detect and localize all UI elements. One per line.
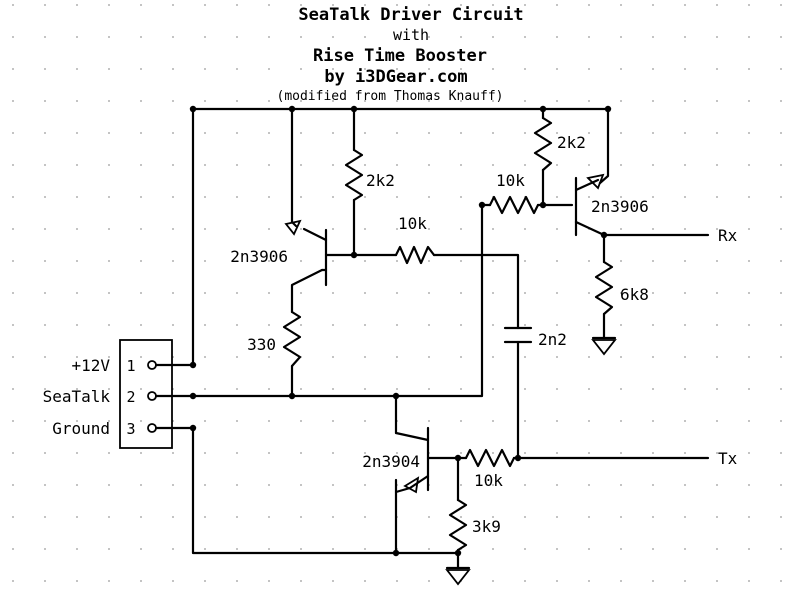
connector: +12V SeaTalk Ground 1 2 3 bbox=[43, 339, 173, 449]
label-10k-top: 10k bbox=[496, 171, 525, 190]
pin-1-contact bbox=[147, 360, 157, 370]
transistor-q1 bbox=[284, 219, 328, 287]
pin-3-name: Ground bbox=[52, 419, 110, 438]
resistor-6k8 bbox=[594, 260, 614, 316]
label-330: 330 bbox=[247, 335, 276, 354]
port-rx-label: Rx bbox=[718, 226, 738, 245]
pin-2-name: SeaTalk bbox=[43, 387, 111, 406]
label-6k8: 6k8 bbox=[620, 285, 649, 304]
q2-emitter-arrow bbox=[586, 173, 605, 190]
resistor-10k-top bbox=[488, 195, 540, 215]
label-2k2-right: 2k2 bbox=[557, 133, 586, 152]
pin-1-number: 1 bbox=[126, 357, 135, 375]
pin-1-name: +12V bbox=[71, 356, 110, 375]
wire-rx-out bbox=[574, 220, 710, 237]
resistor-2k2-right bbox=[533, 116, 553, 172]
title-line-1: SeaTalk Driver Circuit bbox=[298, 5, 523, 25]
label-2n2: 2n2 bbox=[538, 330, 567, 349]
wire-12v-rail bbox=[154, 107, 610, 367]
resistor-330 bbox=[282, 310, 302, 368]
wire-q2-emitter bbox=[598, 107, 610, 185]
wire-q1-collector bbox=[290, 268, 324, 314]
label-2k2-left: 2k2 bbox=[366, 171, 395, 190]
capacitor-2n2 bbox=[503, 326, 533, 344]
transistor-q3 bbox=[394, 426, 430, 494]
title-line-2: with bbox=[393, 26, 429, 44]
title-line-3: Rise Time Booster bbox=[313, 46, 487, 66]
title-line-4: by i3DGear.com bbox=[324, 67, 467, 87]
ground-symbol-6k8 bbox=[591, 336, 617, 356]
label-3k9: 3k9 bbox=[472, 517, 501, 536]
port-tx-label: Tx bbox=[718, 449, 738, 468]
resistor-10k-tx bbox=[464, 448, 516, 468]
label-q2: 2n3906 bbox=[591, 197, 649, 216]
label-q3: 2n3904 bbox=[362, 452, 420, 471]
resistors bbox=[282, 116, 614, 552]
pin-3-number: 3 bbox=[126, 420, 135, 438]
label-10k-mid: 10k bbox=[398, 214, 427, 233]
wires bbox=[154, 107, 710, 570]
wire-q1-emitter bbox=[290, 107, 298, 228]
junctions bbox=[189, 105, 612, 557]
q1-emitter-arrow bbox=[284, 219, 302, 236]
q3-emitter-arrow bbox=[403, 476, 420, 494]
pin-3-contact bbox=[147, 423, 157, 433]
label-q1: 2n3906 bbox=[230, 247, 288, 266]
transistor-q2 bbox=[574, 173, 605, 237]
wire-10k-mid-to-cap bbox=[432, 253, 520, 330]
wire-seatalk-line bbox=[154, 203, 484, 398]
ground-symbol-main bbox=[445, 566, 471, 586]
connector-body bbox=[119, 339, 173, 449]
label-10k-tx: 10k bbox=[474, 471, 503, 490]
pin-2-number: 2 bbox=[126, 388, 135, 406]
resistor-3k9 bbox=[448, 498, 468, 552]
wire-ground-line bbox=[154, 426, 460, 555]
resistor-2k2-left bbox=[344, 148, 364, 202]
dot-grid bbox=[12, 4, 782, 582]
title-line-5: (modified from Thomas Knauff) bbox=[277, 89, 504, 104]
pin-2-contact bbox=[147, 391, 157, 401]
resistor-10k-mid bbox=[394, 245, 436, 265]
